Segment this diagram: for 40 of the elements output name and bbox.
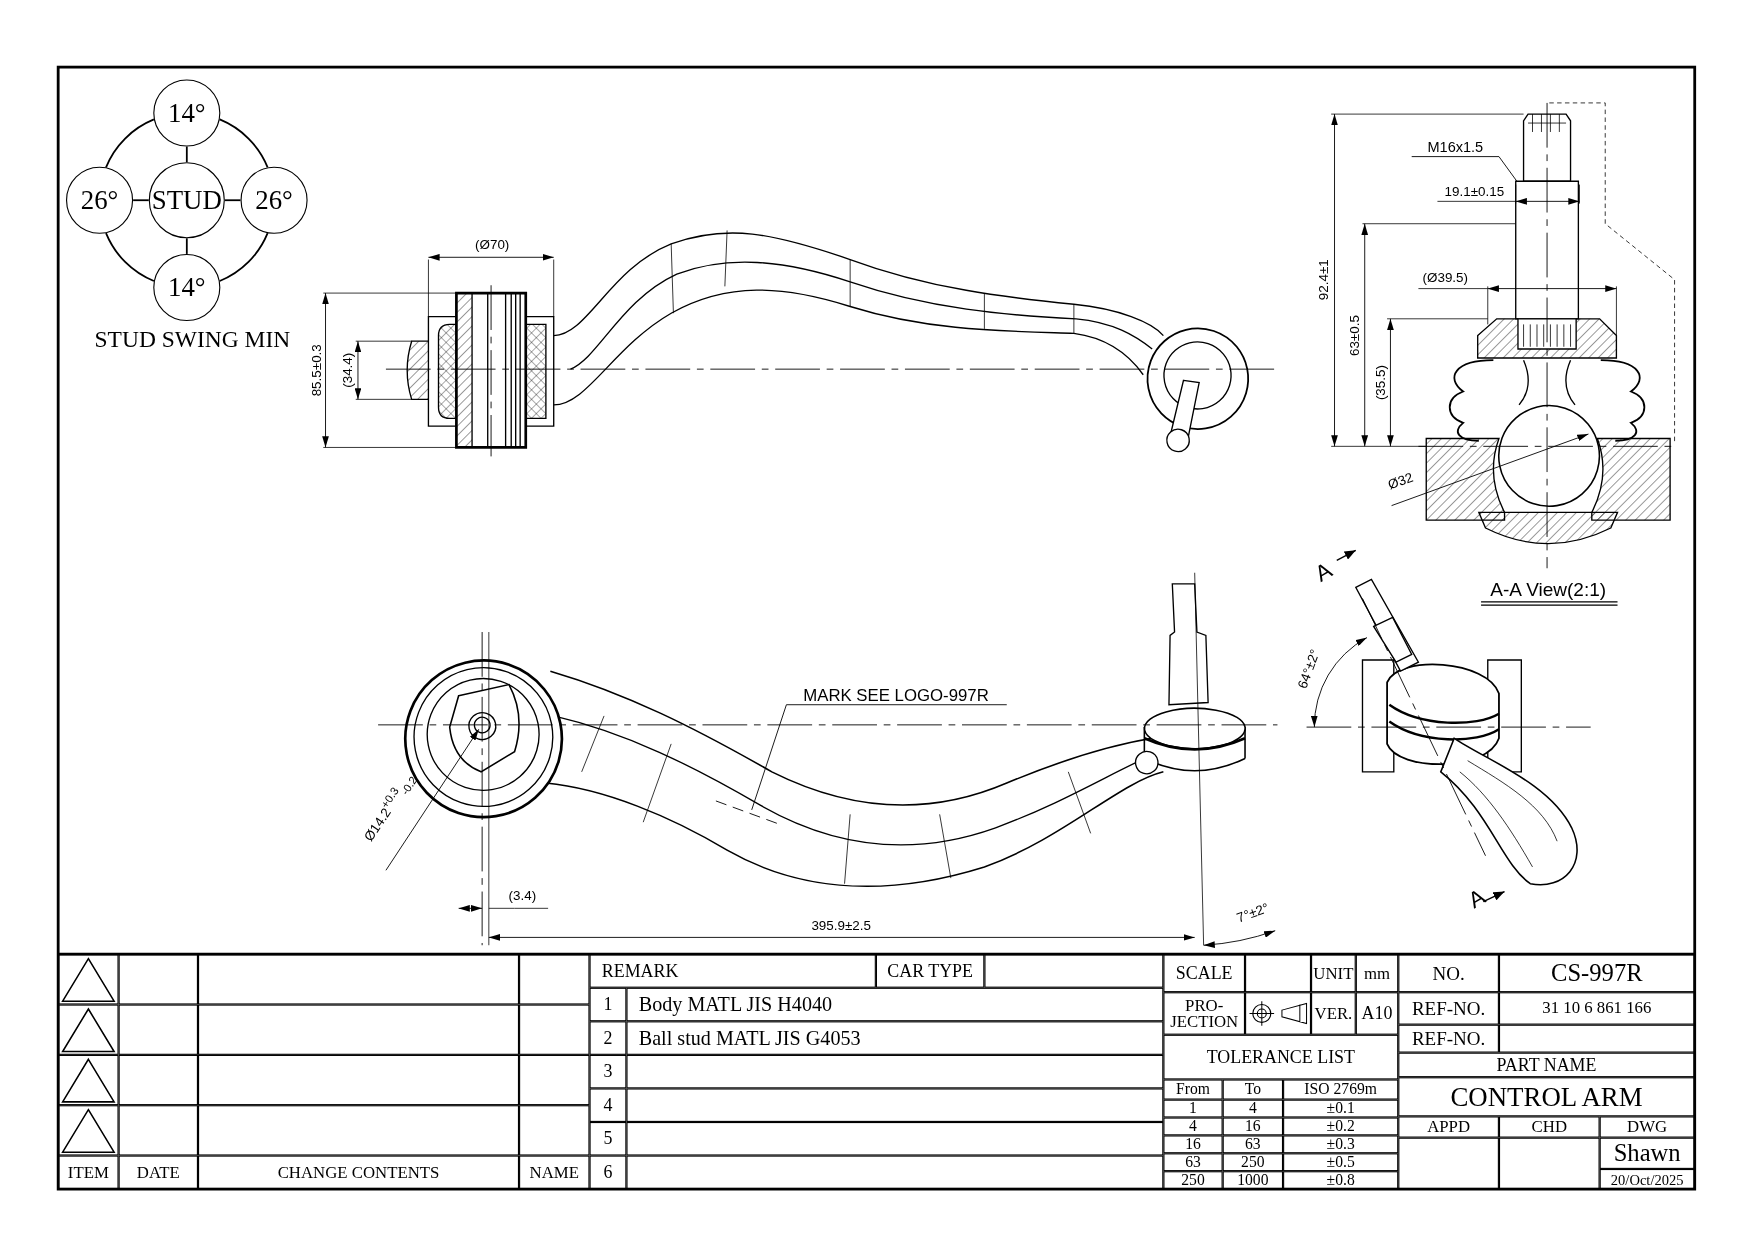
table-cell: 20/Oct/2025: [1599, 1168, 1695, 1190]
angle-circle: 14°: [153, 79, 221, 147]
connector-line: [223, 199, 242, 202]
table-cell: 250: [1163, 1171, 1223, 1190]
caption: STUD SWING MIN: [94, 328, 291, 352]
ring-arc: [218, 232, 269, 282]
callout-text: MARK SEE LOGO-997R: [803, 686, 989, 704]
dimension-label: (Ø70): [475, 238, 510, 252]
angle-circle: 26°: [66, 166, 134, 234]
connector-line: [132, 199, 150, 202]
callout-text: M16x1.5: [1427, 139, 1484, 154]
dimension-label: 7°±2°: [1235, 900, 1271, 925]
table-cell: ±0.8: [1283, 1171, 1399, 1190]
section-label: A: [1464, 884, 1489, 912]
ring-arc: [105, 118, 155, 169]
ring-arc: [218, 118, 269, 169]
dimension-label: 19.1±0.15: [1444, 184, 1505, 198]
leader-line: [751, 704, 1008, 811]
dimension-label: (34.4): [341, 352, 355, 388]
stud-circle: STUD: [148, 162, 225, 239]
dimension-label: Ø32: [1386, 470, 1415, 492]
leader-line: [1411, 156, 1518, 182]
view-title: A-A View(2:1): [1490, 580, 1607, 599]
connector-line: [185, 145, 188, 164]
table-cell: 1000: [1222, 1171, 1284, 1190]
dimension-label: (3.4): [508, 889, 537, 903]
dimension-label: (35.5): [1373, 365, 1388, 401]
angle-circle: 26°: [240, 166, 308, 234]
ring-arc: [105, 232, 155, 282]
dimension-label: 395.9±2.5: [811, 918, 871, 932]
section-label: A: [1311, 558, 1336, 586]
dimension-label: 92.4±1: [1316, 259, 1331, 301]
dimension-label: 85.5±0.3: [309, 344, 324, 397]
angle-circle: 14°: [153, 253, 221, 322]
dimension-label: (Ø39.5): [1422, 270, 1468, 285]
connector-line: [185, 237, 188, 255]
dimension-label: 64°±2°: [1295, 647, 1322, 691]
table-cell: DATE: [118, 1155, 198, 1190]
dimension-label: 63±0.5: [1347, 315, 1362, 357]
table-cell: CHANGE CONTENTS: [198, 1155, 520, 1190]
